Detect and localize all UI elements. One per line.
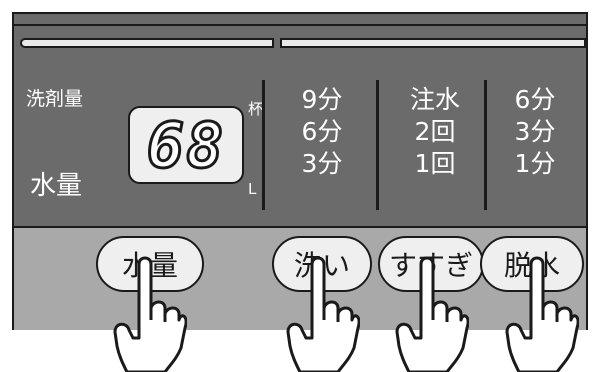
pointing-hand-icon	[113, 256, 187, 372]
spin-option: 6分	[514, 85, 556, 114]
wash-option: 9分	[301, 85, 343, 114]
display-value: 68	[145, 108, 226, 184]
indicator-slot-left	[20, 38, 274, 48]
wash-option: 3分	[301, 149, 343, 178]
wash-option: 6分	[301, 117, 343, 146]
spin-option: 1分	[514, 149, 556, 178]
pointing-hand-icon	[505, 256, 579, 372]
rinse-options: 注水 2回 1回	[380, 84, 490, 180]
rinse-option: 注水	[409, 85, 460, 114]
spin-time-options: 6分 3分 1分	[480, 84, 590, 180]
column-divider	[484, 80, 487, 210]
water-level-label: 水量	[30, 171, 83, 201]
detergent-amount-label: 洗剤量	[26, 88, 84, 110]
column-divider	[376, 80, 379, 210]
pointing-hand-icon	[395, 256, 469, 372]
digital-display: 68	[128, 106, 244, 184]
top-strip	[14, 14, 586, 26]
spin-option: 3分	[514, 117, 556, 146]
liter-unit-label: L	[248, 180, 257, 198]
indicator-slot-right	[280, 38, 586, 48]
column-divider	[262, 80, 265, 210]
rinse-option: 1回	[414, 149, 456, 178]
cup-unit-label: 杯	[248, 100, 264, 118]
wash-time-options: 9分 6分 3分	[267, 84, 377, 180]
rinse-option: 2回	[414, 117, 456, 146]
pointing-hand-icon	[286, 256, 360, 372]
